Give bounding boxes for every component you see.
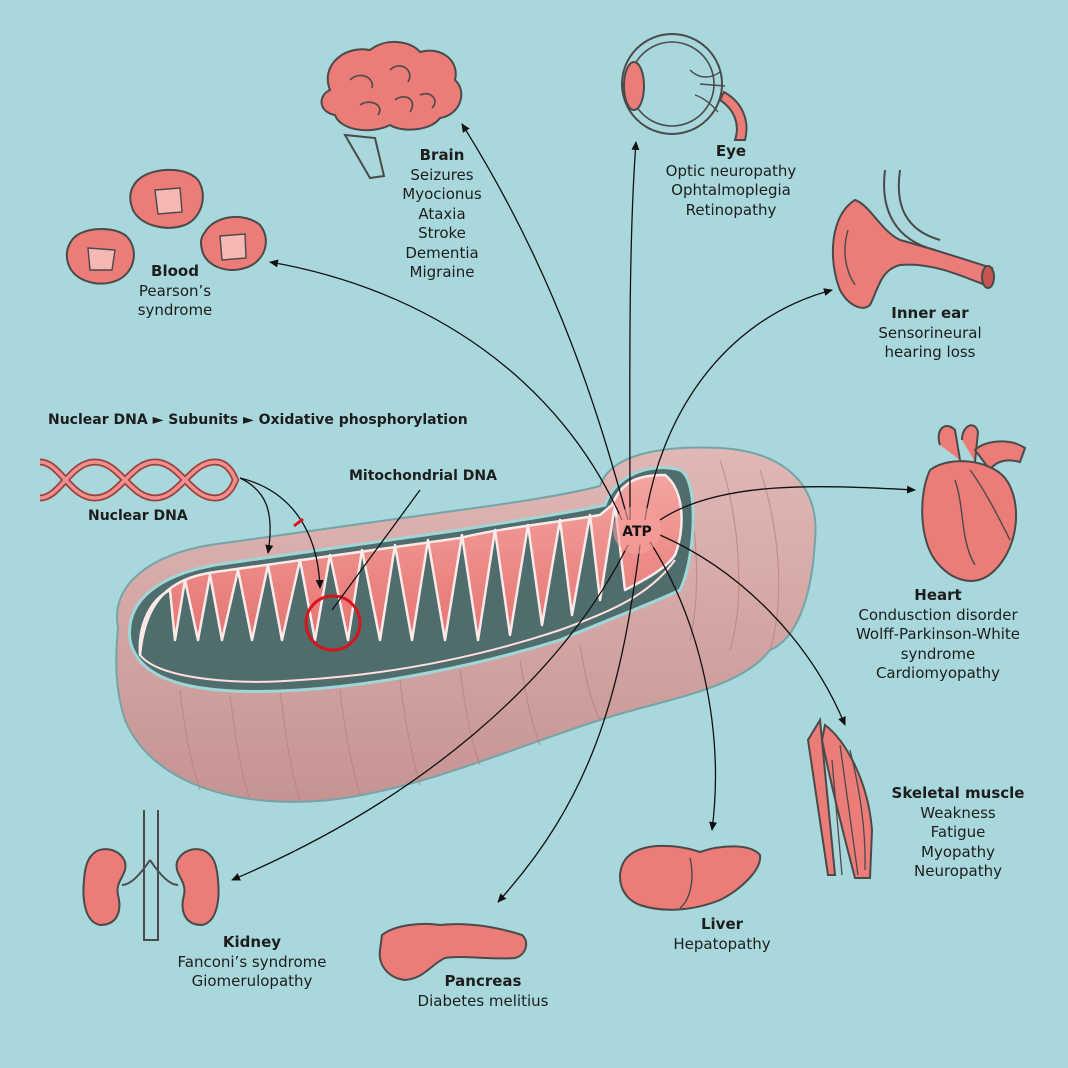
skeletal-muscle-label: Skeletal muscle Weakness Fatigue Myopath… bbox=[886, 784, 1030, 882]
inner-ear-icon bbox=[831, 169, 995, 309]
arrow-to-liver bbox=[649, 541, 717, 831]
mtdna-leader-line bbox=[331, 489, 421, 611]
outer-folds bbox=[179, 459, 780, 801]
liver-icon bbox=[619, 844, 762, 911]
atp-node bbox=[613, 506, 661, 554]
heart-line-2: Wolff-Parkinson-White bbox=[855, 625, 1021, 643]
mitochondrion-matrix-cristae bbox=[138, 473, 683, 657]
mitochondrial-dna-label: Mitochondrial DNA bbox=[349, 468, 497, 484]
eye-line-2: Ophtalmoplegia bbox=[671, 181, 791, 199]
inner-ear-label: Inner ear Sensorineural hearing loss bbox=[860, 304, 1000, 363]
arrow-to-brain bbox=[461, 123, 629, 521]
liver-line-1: Hepatopathy bbox=[673, 934, 771, 953]
kidney-title: Kidney bbox=[222, 933, 282, 951]
blood-label: Blood Pearson’s syndrome bbox=[122, 262, 228, 321]
skeletal-muscle-line-3: Myopathy bbox=[921, 842, 995, 861]
pancreas-line-1: Diabetes melitius bbox=[417, 991, 549, 1010]
brain-label: Brain Seizures Myocionus Ataxia Stroke D… bbox=[380, 146, 504, 283]
heart-icon bbox=[921, 424, 1027, 582]
nuclear-to-mito-arrow bbox=[239, 477, 274, 554]
nuclear-dna-label: Nuclear DNA bbox=[88, 508, 188, 524]
kidney-line-2: Giomerulopathy bbox=[191, 972, 313, 990]
liver-label: Liver Hepatopathy bbox=[660, 915, 784, 954]
eye-title: Eye bbox=[715, 142, 747, 160]
pathway-step-subunits: Subunits bbox=[168, 412, 239, 428]
skeletal-muscle-icon bbox=[806, 716, 874, 879]
inner-ear-line-1: Sensorineural bbox=[878, 323, 982, 342]
inner-ear-title: Inner ear bbox=[891, 304, 969, 322]
brain-title: Brain bbox=[419, 146, 465, 164]
atp-arrows bbox=[231, 123, 916, 903]
liver-title: Liver bbox=[700, 915, 744, 933]
heart-line-1: Condusction disorder bbox=[858, 605, 1018, 624]
brain-line-4: Stroke bbox=[418, 224, 466, 242]
mtdna-highlight-circle bbox=[304, 594, 362, 652]
matrix-lower-edge bbox=[139, 559, 676, 683]
blood-cells-icon bbox=[65, 168, 267, 285]
inhibition-mark bbox=[293, 517, 304, 528]
arrow-to-blood bbox=[269, 259, 623, 521]
arrow-to-skeletal-muscle bbox=[659, 534, 846, 726]
skeletal-muscle-line-2: Fatigue bbox=[930, 823, 986, 841]
nuclear-dna-helix bbox=[39, 458, 240, 502]
mitochondrion bbox=[115, 446, 817, 803]
eye-icon bbox=[621, 33, 748, 141]
pathway-arrow-2: ► bbox=[242, 412, 254, 428]
heart-title: Heart bbox=[914, 586, 962, 604]
pancreas-icon bbox=[378, 922, 528, 982]
kidney-icon bbox=[82, 810, 220, 941]
arrow-to-pancreas bbox=[497, 544, 641, 903]
brain-line-2: Myocionus bbox=[402, 185, 482, 203]
skeletal-muscle-line-1: Weakness bbox=[920, 803, 996, 822]
blood-title: Blood bbox=[151, 262, 199, 280]
nuclear-to-mtdna-arrow bbox=[239, 477, 324, 589]
heart-label: Heart Condusction disorder Wolff-Parkins… bbox=[838, 586, 1038, 684]
heart-line-4: Cardiomyopathy bbox=[875, 664, 1001, 682]
inner-ear-line-2: hearing loss bbox=[884, 343, 976, 361]
blood-line-2: syndrome bbox=[137, 301, 213, 319]
pathway-step-oxphos: Oxidative phosphorylation bbox=[258, 412, 468, 428]
pathway-arrow-1: ► bbox=[152, 412, 164, 428]
kidney-line-1: Fanconi’s syndrome bbox=[177, 952, 327, 971]
pancreas-title: Pancreas bbox=[444, 972, 522, 990]
brain-line-5: Dementia bbox=[405, 243, 479, 262]
brain-line-1: Seizures bbox=[410, 165, 474, 184]
pathway-step-nuclear-dna: Nuclear DNA bbox=[48, 412, 148, 428]
skeletal-muscle-title: Skeletal muscle bbox=[891, 784, 1025, 802]
arrow-to-inner-ear bbox=[644, 288, 833, 521]
skeletal-muscle-line-4: Neuropathy bbox=[914, 862, 1002, 880]
brain-line-6: Migraine bbox=[409, 263, 475, 281]
blood-line-1: Pearson’s bbox=[138, 281, 212, 300]
brain-line-3: Ataxia bbox=[418, 204, 466, 223]
pathway-line: Nuclear DNA ► Subunits ► Oxidative phosp… bbox=[48, 412, 468, 428]
heart-line-3: syndrome bbox=[900, 644, 976, 663]
eye-line-1: Optic neuropathy bbox=[665, 161, 797, 180]
eye-line-3: Retinopathy bbox=[685, 200, 777, 219]
pancreas-label: Pancreas Diabetes melitius bbox=[408, 972, 558, 1011]
eye-label: Eye Optic neuropathy Ophtalmoplegia Reti… bbox=[650, 142, 812, 220]
arrow-to-kidney bbox=[231, 544, 629, 881]
arrow-to-heart bbox=[659, 485, 916, 521]
arrow-to-eye bbox=[629, 141, 640, 521]
brain-icon bbox=[320, 41, 463, 180]
kidney-label: Kidney Fanconi’s syndrome Giomerulopathy bbox=[162, 933, 342, 992]
atp-label: ATP bbox=[622, 524, 652, 540]
